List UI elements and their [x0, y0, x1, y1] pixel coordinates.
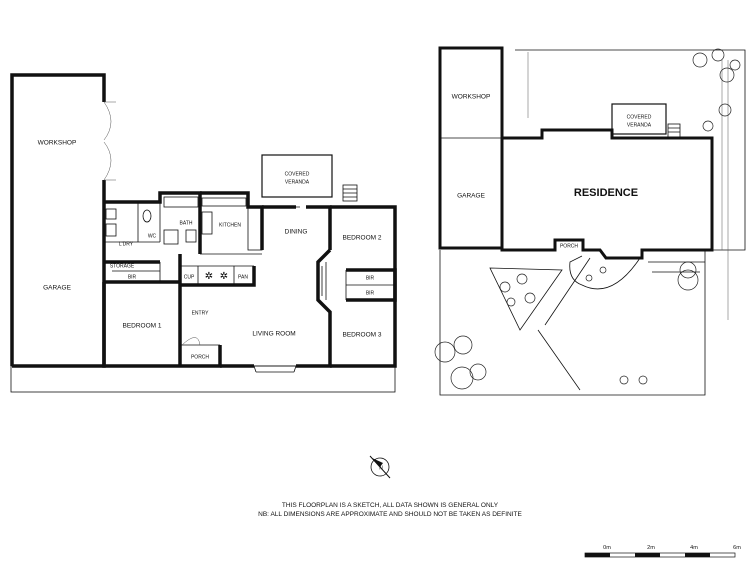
site-garage-label: GARAGE: [457, 193, 485, 200]
entry-door: [181, 337, 201, 346]
bir-dividers: [345, 270, 395, 300]
room-laundry: L'DRY: [119, 241, 134, 247]
site-workshop: WORKSHOP: [452, 94, 491, 101]
site-porch: PORCH: [560, 243, 578, 249]
stove: [201, 211, 213, 235]
toilet: [142, 209, 152, 223]
room-bir-2: BIR: [366, 275, 375, 281]
driveway-curve: [569, 255, 641, 290]
room-bedroom-2: BEDROOM 2: [342, 235, 381, 242]
site-boundary: [439, 250, 706, 396]
deck-strip: [10, 365, 396, 393]
north-arrow-icon: [369, 455, 391, 479]
scale-tick-2: 2m: [647, 545, 655, 551]
shower: [163, 229, 179, 245]
storage-wall-right: [112, 262, 161, 282]
disclaimer-line-1: THIS FLOORPLAN IS A SKETCH, ALL DATA SHO…: [282, 502, 499, 509]
garden-path: [537, 257, 591, 391]
room-bath: BATH: [180, 220, 193, 226]
room-covered-2: VERANDA: [285, 179, 310, 185]
room-living: LIVING ROOM: [252, 331, 295, 338]
cup-pan-walls: [178, 254, 256, 366]
laundry-wc-divider: [104, 202, 161, 243]
room-wc: WC: [148, 233, 157, 239]
site-plan: [434, 46, 746, 396]
kitchen-island: [247, 206, 263, 251]
fence-right: [721, 60, 729, 320]
room-pan: PAN: [238, 274, 248, 280]
room-bir-1: BIR: [128, 274, 137, 280]
garden-bed-right: [648, 261, 705, 273]
room-bir-3: BIR: [366, 290, 375, 296]
garage-walls: [10, 73, 106, 368]
compass-label: N: [379, 465, 383, 471]
scale-bar: [584, 552, 736, 558]
room-dining: DINING: [285, 229, 308, 236]
living-walls: [220, 335, 332, 368]
fan-1: ✲: [205, 271, 213, 282]
room-porch: PORCH: [191, 354, 209, 360]
room-covered-1: COVERED: [285, 171, 310, 177]
floor-plan: ✲ ✲: [10, 73, 397, 393]
storage-walls: [104, 260, 160, 284]
room-kitchen: KITCHEN: [219, 222, 241, 228]
room-storage: STORAGE: [110, 263, 135, 269]
disclaimer-line-2: NB: ALL DIMENSIONS ARE APPROXIMATE AND S…: [258, 511, 522, 518]
scale-tick-6: 6m: [733, 545, 741, 551]
site-covered-2: VERANDA: [627, 122, 652, 128]
bathtub: [163, 196, 199, 208]
basin: [185, 229, 197, 243]
site-residence: [500, 128, 714, 260]
site-steps: [667, 123, 681, 139]
garden-bed: [489, 267, 563, 331]
cup-pan-dividers: [180, 265, 254, 285]
bedroom1-walls: [102, 280, 180, 368]
site-covered-veranda: [611, 103, 667, 135]
room-bedroom-3: BEDROOM 3: [342, 332, 381, 339]
scale-tick-0: 0m: [603, 545, 611, 551]
service-walls: [104, 191, 202, 254]
scale-tick-4: 4m: [690, 545, 698, 551]
garage-door: [103, 101, 116, 181]
room-cup: CUP: [184, 274, 195, 280]
site-garage: [438, 46, 504, 250]
veranda-steps: [342, 184, 358, 202]
bay-window: [321, 262, 327, 300]
covered-veranda: [261, 154, 333, 198]
site-boundary-top: [515, 49, 746, 251]
room-entry: ENTRY: [192, 310, 210, 316]
room-bedroom-1: BEDROOM 1: [122, 323, 161, 330]
laundry-tub: [105, 208, 117, 220]
kitchen-bench: [201, 197, 247, 207]
fan-2: ✲: [220, 271, 228, 282]
room-garage: GARAGE: [43, 285, 71, 292]
site-covered-1: COVERED: [627, 114, 652, 120]
laundry-machine: [105, 223, 117, 237]
bushes: [434, 48, 741, 390]
room-workshop: WORKSHOP: [38, 140, 77, 147]
living-window: [253, 365, 297, 373]
site-residence-label: RESIDENCE: [574, 187, 638, 199]
